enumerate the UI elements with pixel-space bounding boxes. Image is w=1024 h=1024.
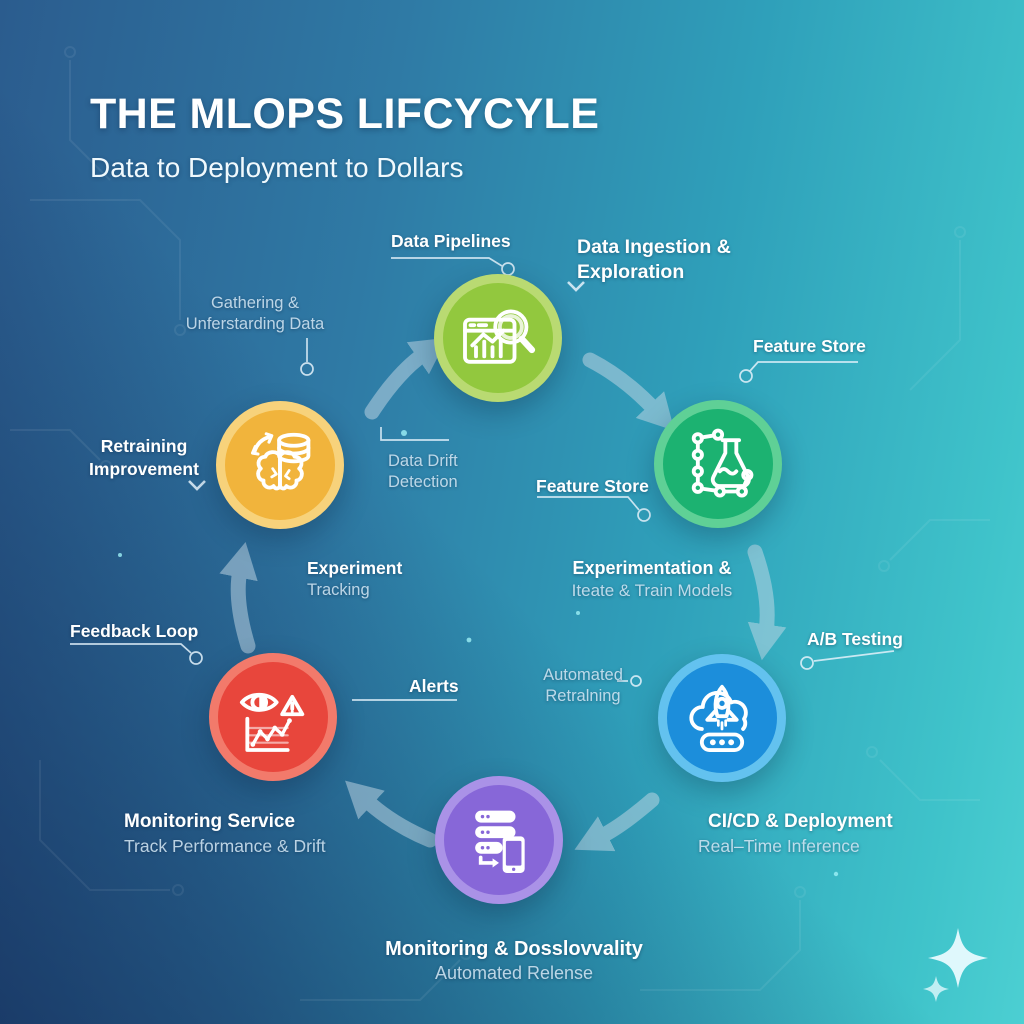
label-line: Improvement (89, 458, 199, 479)
label-line: Data Drift (388, 452, 458, 470)
label-line: Real–Time Inference (698, 835, 860, 856)
node-cicd-deployment (658, 654, 786, 782)
label-line: Experiment (307, 558, 403, 578)
label-feature-store-left: Feature Store (536, 476, 649, 496)
label-line: Detection (388, 473, 458, 492)
arrow-training-to-ingestion (364, 337, 448, 420)
sparkle-icon (923, 928, 988, 1002)
label-experiment-tracking: Experiment Tracking (307, 557, 402, 601)
node-data-ingestion (434, 274, 562, 402)
page-subtitle: Data to Deployment to Dollars (90, 152, 464, 183)
rocket-cloud-icon (689, 684, 748, 753)
label-data-ingestion-exploration: Data Ingestion & Exploration (577, 235, 731, 286)
arrow-release-to-monitoring (345, 780, 438, 848)
brain-database-icon (250, 432, 311, 491)
header: THE MLOPS LIFCYCYLE Data to Deployment t… (90, 90, 599, 184)
label-line: Tracking (307, 580, 370, 599)
node-feature-store (654, 400, 782, 528)
label-ab-testing: A/B Testing (807, 629, 903, 649)
label-feedback-loop: Feedback Loop (70, 621, 199, 641)
label-gathering-understanding: Gathering & Unferstarding Data (155, 293, 355, 336)
eye-alert-chart-icon (239, 692, 305, 752)
label-alerts: Alerts (409, 676, 459, 696)
label-line: Automated Relense (434, 963, 594, 983)
arrow-deployment-to-release (574, 792, 660, 852)
label-experimentation: Experimentation & Iteate & Train Models (546, 557, 758, 602)
label-line: Automated (543, 666, 623, 684)
flask-network-icon (691, 428, 754, 498)
node-monitoring (209, 653, 337, 781)
label-data-pipelines: Data Pipelines (391, 231, 511, 251)
node-retraining (216, 401, 344, 529)
arrow-ingestion-to-features (582, 352, 675, 431)
label-line: Monitoring Service (124, 811, 296, 832)
label-monitoring-service: Monitoring Service Track Performance & D… (124, 810, 326, 857)
server-mobile-icon (475, 810, 525, 873)
label-release-caption: Monitoring & Dosslovvality Automated Rel… (384, 936, 644, 985)
label-line: Unferstarding Data (185, 315, 325, 334)
node-release (435, 776, 563, 904)
label-data-drift-detection: Data Drift Detection (388, 451, 458, 494)
label-line: Retralning (545, 687, 621, 706)
label-line: Retraining (100, 436, 188, 456)
label-automated-retraining: Automated Retralning (517, 665, 649, 708)
label-feature-store-right: Feature Store (753, 336, 866, 356)
label-line: Monitoring & Dosslovvality (385, 938, 643, 960)
label-line: Iteate & Train Models (571, 581, 733, 601)
label-cicd-deployment: CI/CD & Deployment Real–Time Inference (698, 810, 893, 857)
label-line: Data Ingestion & (577, 236, 731, 258)
arrow-monitoring-to-training (219, 542, 258, 654)
label-line: CI/CD & Deployment (708, 811, 893, 832)
label-line: Exploration (577, 261, 685, 284)
label-retraining-improvement: Retraining Improvement (60, 435, 228, 481)
label-line: Gathering & (210, 294, 300, 312)
page-title: THE MLOPS LIFCYCYLE (90, 90, 600, 138)
label-line: Experimentation & (572, 558, 732, 578)
label-line: Track Performance & Drift (124, 835, 326, 856)
chart-magnifier-icon (463, 309, 536, 364)
